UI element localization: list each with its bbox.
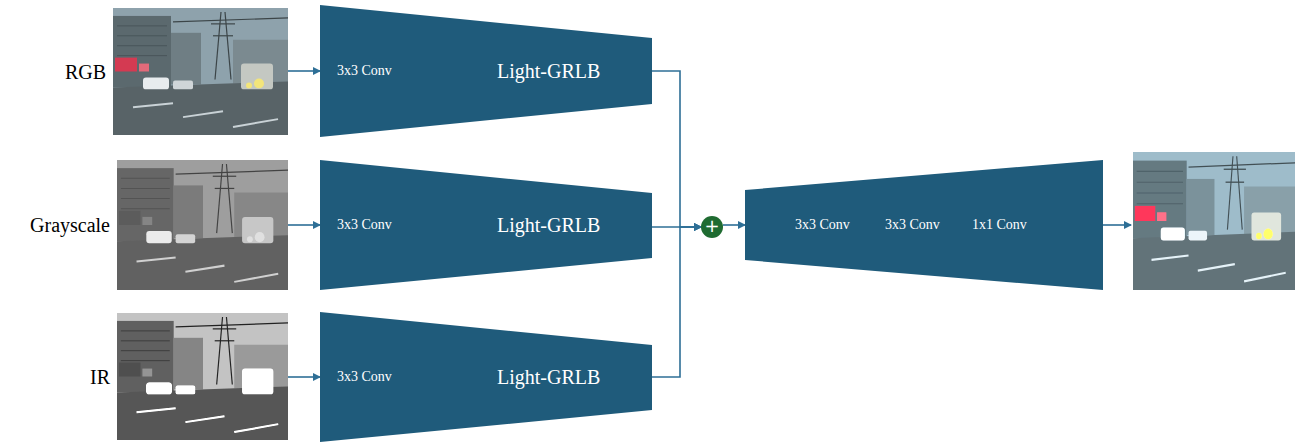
conv-label: 3x3 Conv	[337, 369, 392, 384]
encoder-trapezoid-fill	[320, 160, 652, 290]
grayscale-image	[117, 160, 288, 290]
encoder-trapezoid-fill	[320, 5, 652, 137]
conv-label: 3x3 Conv	[337, 63, 392, 78]
connector-arrow	[652, 71, 701, 227]
block-label: Light-GRLB	[497, 60, 600, 82]
block-label: Light-GRLB	[497, 214, 600, 236]
conv-label: 3x3 Conv	[337, 217, 392, 232]
connector-arrow	[288, 376, 320, 378]
sum-circle: +	[701, 216, 723, 238]
input-image-node: IR	[0, 313, 288, 440]
encoder-block: 3x3 Conv Light-GRLB	[320, 160, 652, 290]
encoder-trapezoid-fill	[320, 312, 652, 442]
connector-arrow	[288, 224, 320, 226]
connector-arrow	[288, 70, 320, 72]
input-label: Grayscale	[30, 214, 110, 236]
connector-arrow	[723, 224, 745, 226]
input-label: IR	[90, 366, 110, 388]
input-image-node: RGB	[0, 8, 288, 135]
conv-label: 3x3 Conv	[885, 217, 940, 232]
sum-sign: +	[704, 217, 719, 235]
decoder-trapezoid-fill	[745, 160, 1103, 290]
rgb-image	[113, 8, 288, 135]
output-arrow	[1103, 224, 1131, 226]
block-label: Light-GRLB	[497, 366, 600, 388]
input-image-node: Grayscale	[0, 160, 288, 290]
conv-label: 3x3 Conv	[795, 217, 850, 232]
encoder-block: 3x3 Conv Light-GRLB	[320, 5, 652, 137]
decoder-block: 3x3 Conv 3x3 Conv 1x1 Conv	[745, 160, 1103, 290]
encoder-block: 3x3 Conv Light-GRLB	[320, 312, 652, 442]
conv-label: 1x1 Conv	[972, 217, 1027, 232]
input-label: RGB	[65, 61, 106, 83]
ir-image	[117, 313, 288, 440]
output-image	[1133, 152, 1295, 290]
connector-arrow	[652, 227, 701, 377]
